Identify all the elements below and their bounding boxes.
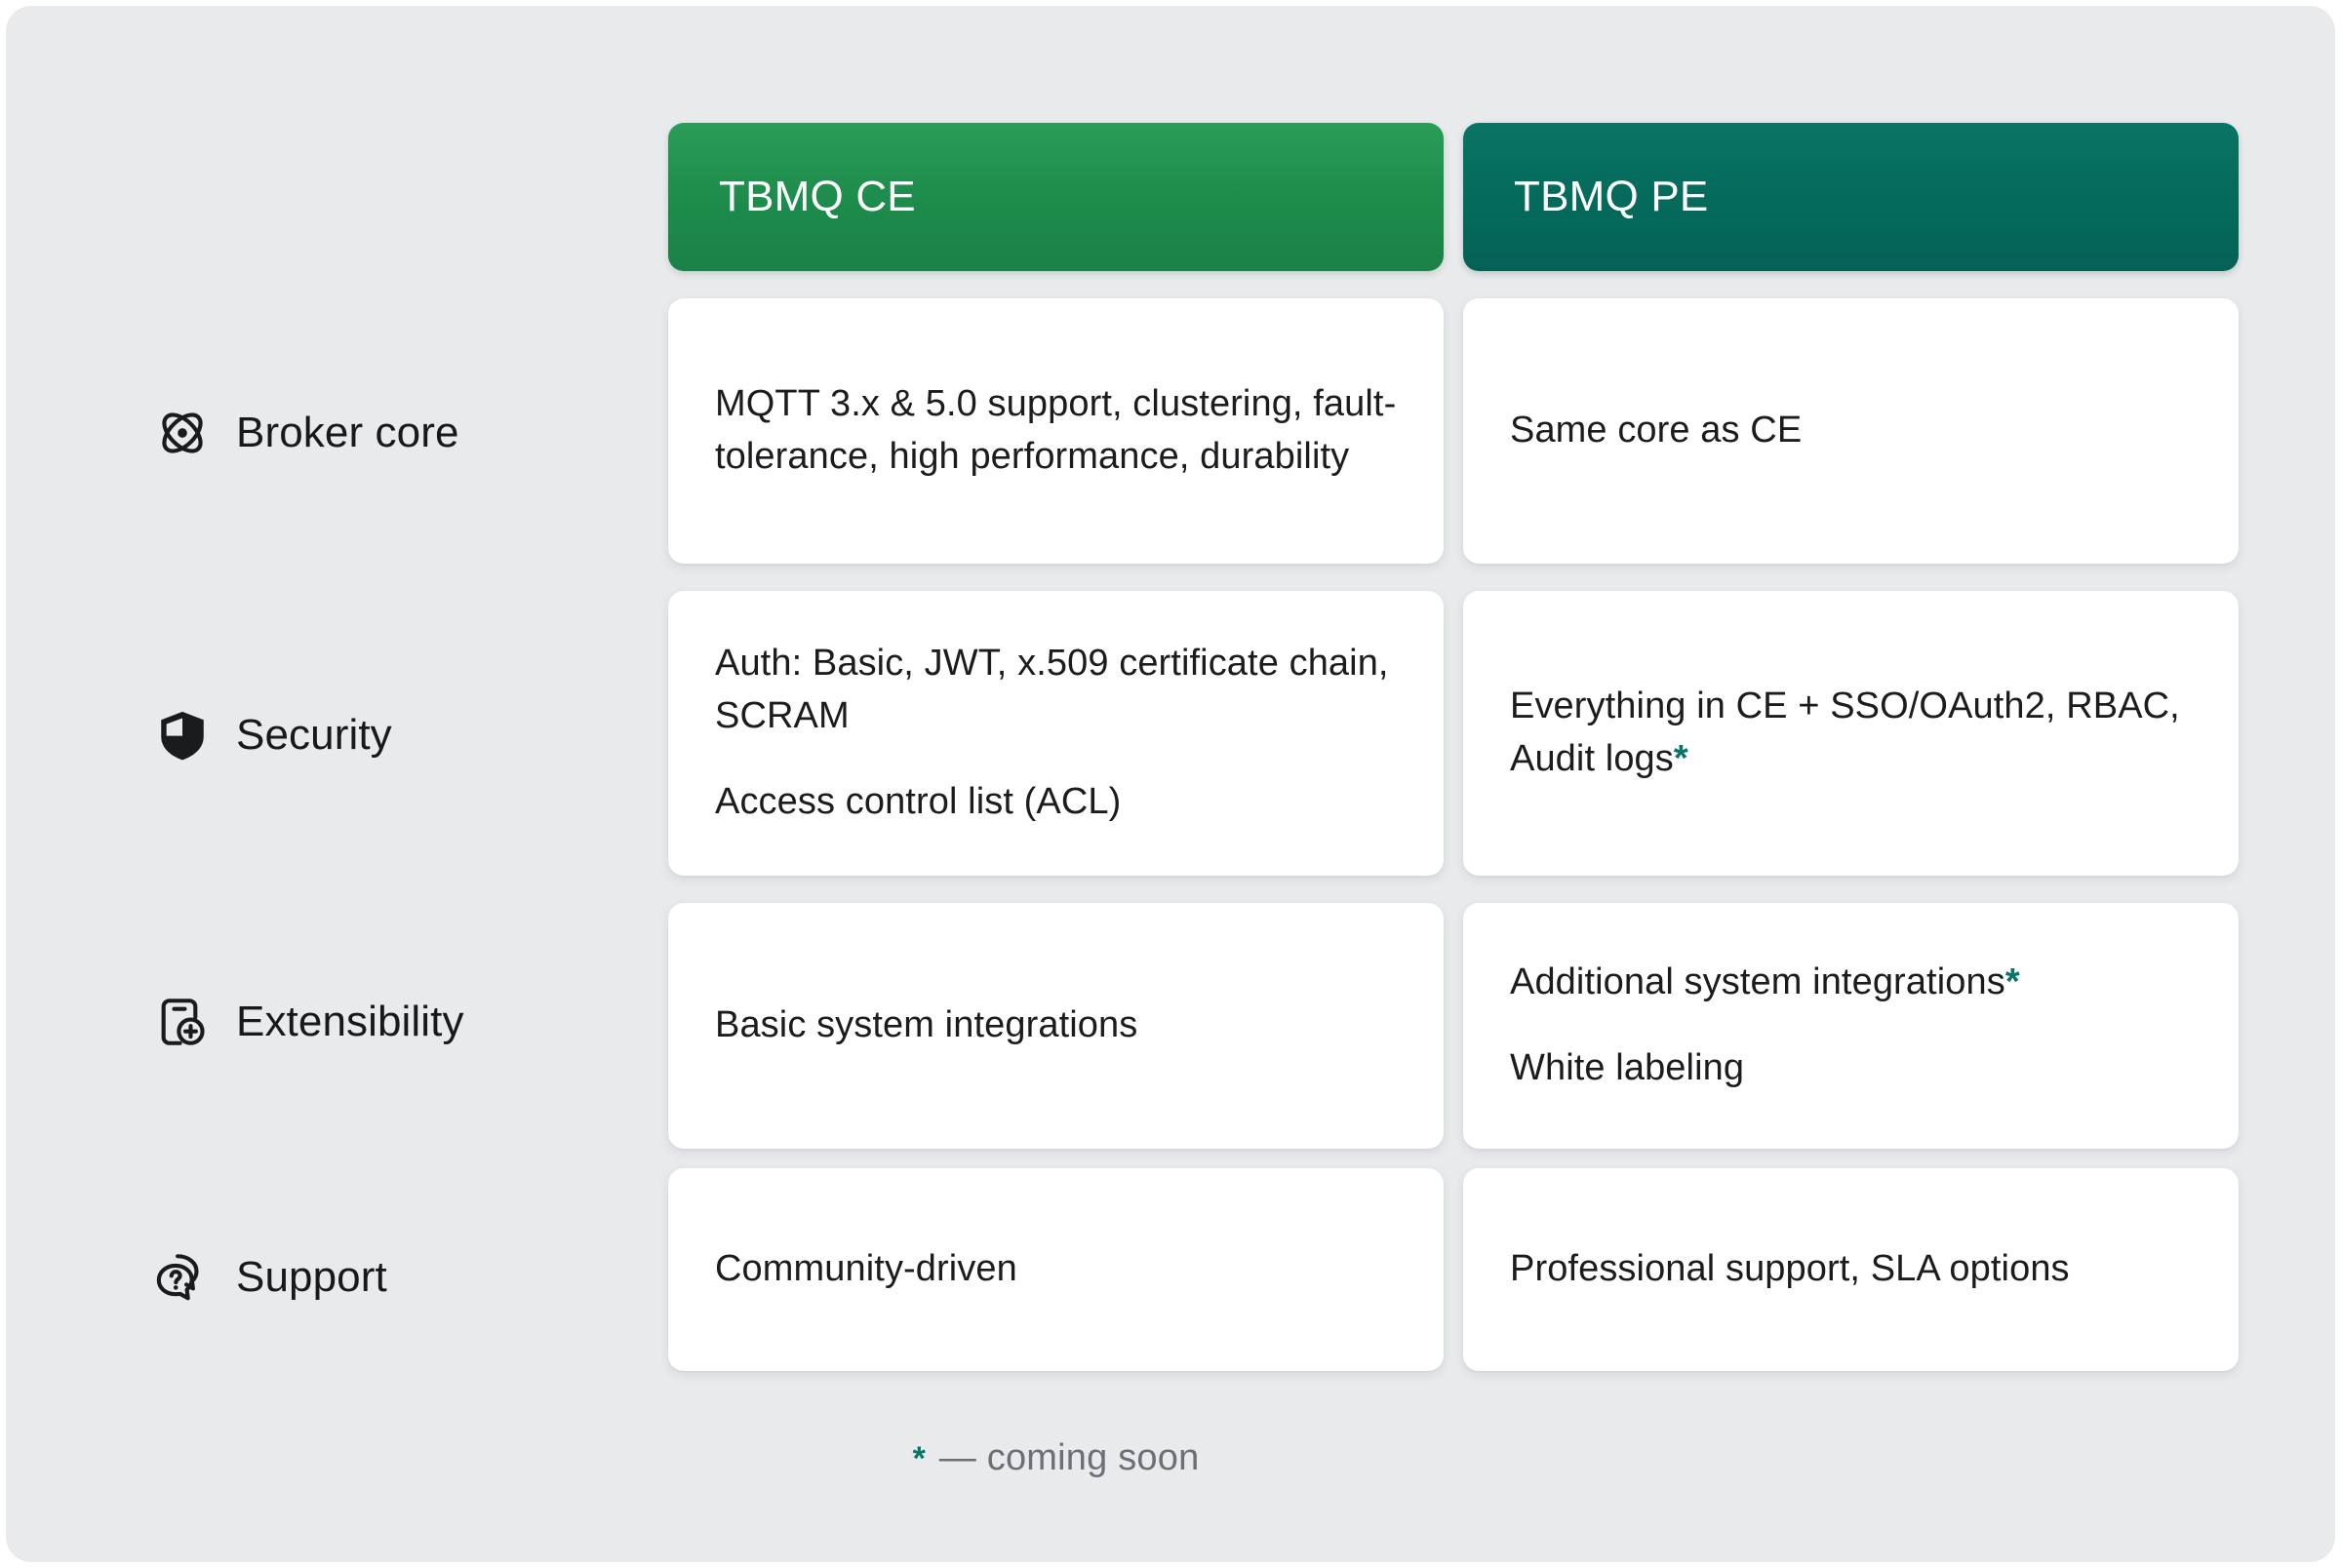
comparison-grid: TBMQ CE TBMQ PE Broker core	[6, 6, 2335, 1562]
cell-text: Access control list (ACL)	[715, 780, 1122, 822]
cell-text-with-marker: Everything in CE + SSO/OAuth2, RBAC, Aud…	[1510, 681, 2192, 786]
column-title-ce: TBMQ CE	[719, 173, 916, 220]
device-plus-icon	[154, 994, 211, 1050]
cell-security-ce: Auth: Basic, JWT, x.509 certificate chai…	[668, 591, 1444, 876]
cell-broker-core-pe: Same core as CE	[1463, 298, 2239, 564]
cell-text: Auth: Basic, JWT, x.509 certificate chai…	[715, 643, 1389, 737]
cell-support-ce: Community-driven	[668, 1168, 1444, 1371]
row-label-text: Broker core	[236, 409, 459, 456]
cell-security-pe: Everything in CE + SSO/OAuth2, RBAC, Aud…	[1463, 591, 2239, 876]
row-label-text: Extensibility	[236, 998, 464, 1045]
cell-text: Everything in CE + SSO/OAuth2, RBAC, Aud…	[1510, 686, 2180, 779]
chat-question-icon	[154, 1249, 211, 1306]
cell-text: Basic system integrations	[715, 1004, 1138, 1046]
row-label-broker-core: Broker core	[154, 402, 459, 464]
footnote-text: — coming soon	[938, 1437, 1200, 1478]
row-label-security: Security	[154, 704, 392, 766]
row-label-text: Support	[236, 1253, 387, 1301]
cell-text-with-marker: Additional system integrations*	[1510, 957, 2192, 1009]
column-title-pe: TBMQ PE	[1514, 173, 1709, 220]
cell-broker-core-ce: MQTT 3.x & 5.0 support, clustering, faul…	[668, 298, 1444, 564]
shield-icon	[154, 707, 211, 764]
row-label-support: Support	[154, 1246, 387, 1309]
cell-text: Same core as CE	[1510, 410, 1803, 451]
cell-support-pe: Professional support, SLA options	[1463, 1168, 2239, 1371]
row-label-text: Security	[236, 711, 392, 759]
cell-text: MQTT 3.x & 5.0 support, clustering, faul…	[715, 383, 1397, 477]
comparison-panel: TBMQ CE TBMQ PE Broker core	[6, 6, 2335, 1562]
cell-text: White labeling	[1510, 1047, 1745, 1088]
coming-soon-marker: *	[2004, 961, 2020, 1003]
cell-extensibility-ce: Basic system integrations	[668, 903, 1444, 1149]
column-header-pe: TBMQ PE	[1463, 123, 2239, 271]
row-label-extensibility: Extensibility	[154, 991, 464, 1053]
column-header-ce: TBMQ CE	[668, 123, 1444, 271]
coming-soon-marker: *	[1673, 738, 1688, 779]
footnote: * — coming soon	[668, 1437, 1444, 1479]
cell-text: Community-driven	[715, 1248, 1017, 1290]
footnote-marker: *	[912, 1440, 926, 1477]
atom-icon	[154, 405, 211, 461]
cell-extensibility-pe: Additional system integrations* White la…	[1463, 903, 2239, 1149]
cell-text: Additional system integrations	[1510, 961, 2005, 1003]
cell-text: Professional support, SLA options	[1510, 1248, 2070, 1290]
